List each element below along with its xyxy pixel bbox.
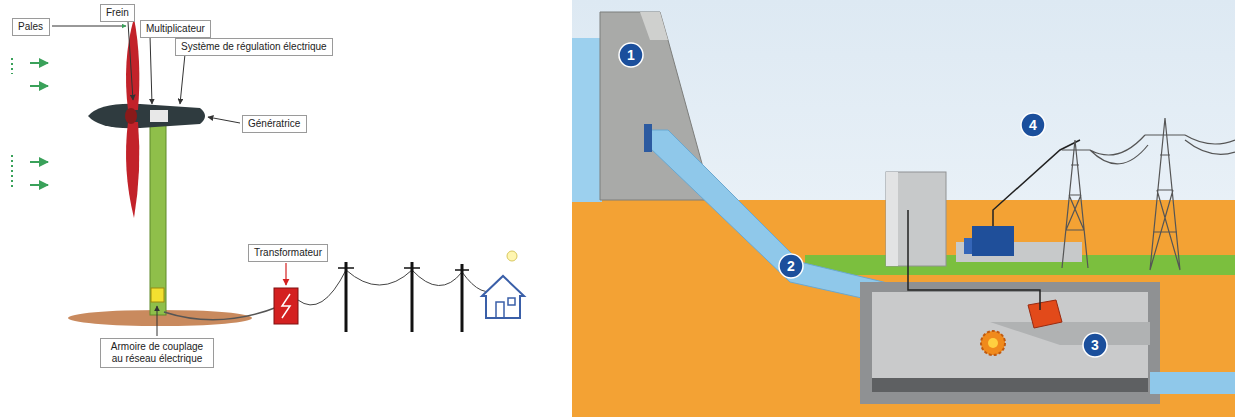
label-text: Armoire de couplage au réseau électrique <box>106 341 208 365</box>
part-label: Armoire de couplage au réseau électrique <box>100 338 214 368</box>
part-label: Frein <box>100 4 135 22</box>
callout-number: 1 <box>618 42 644 68</box>
callout-number: 4 <box>1020 112 1046 138</box>
wind-turbine <box>12 18 524 336</box>
callout-number: 2 <box>778 253 804 279</box>
label-text: 3 <box>1082 332 1108 358</box>
label-text: Génératrice <box>248 118 301 130</box>
label-text: Pales <box>18 21 44 33</box>
part-label: Système de régulation électrique <box>175 38 333 56</box>
label-text: 1 <box>618 42 644 68</box>
label-text: 2 <box>778 253 804 279</box>
label-text: Frein <box>106 7 129 19</box>
part-label: Génératrice <box>242 115 307 133</box>
label-text: 4 <box>1020 112 1046 138</box>
hydro-plant <box>572 0 1235 417</box>
callout-number: 3 <box>1082 332 1108 358</box>
label-text: Système de régulation électrique <box>181 41 327 53</box>
part-label: Pales <box>12 18 50 36</box>
part-label: Transformateur <box>248 244 328 262</box>
part-label: Multiplicateur <box>140 20 211 38</box>
label-text: Multiplicateur <box>146 23 205 35</box>
label-text: Transformateur <box>254 247 322 259</box>
